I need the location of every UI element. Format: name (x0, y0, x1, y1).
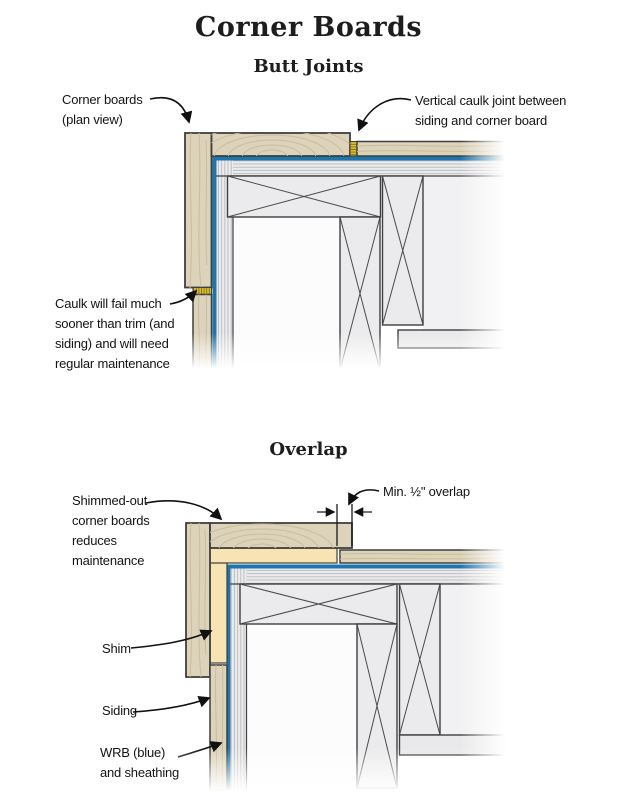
dimension-overlap (317, 504, 372, 546)
shim-horizontal (209, 547, 338, 564)
sheathing-top (214, 159, 505, 176)
fade-bottom (150, 333, 520, 375)
corner-board-vertical (184, 132, 213, 289)
subtitle-overlap: Overlap (269, 439, 348, 460)
stud (398, 583, 441, 736)
caulk-joint-vertical (349, 141, 358, 157)
overlap-diagram (130, 489, 506, 791)
leader-arrow-caulk-fail (169, 289, 198, 305)
stud (381, 175, 424, 326)
wrb-line (212, 156, 505, 373)
label-siding: Siding (102, 703, 137, 718)
label-caulk-fail-note: Caulk will fail much sooner than trim (a… (55, 296, 175, 372)
sheathing-top (230, 567, 505, 584)
subtitle-butt-joints: Butt Joints (253, 56, 364, 77)
shim-vertical (209, 547, 228, 664)
leader-arrow-shimmed-out (145, 500, 223, 521)
leader-arrow-corner-boards (149, 96, 193, 124)
label-shim: Shim (102, 641, 131, 656)
wrb-line (226, 564, 505, 790)
corner-board-horizontal (209, 522, 353, 549)
corner-board-horizontal (210, 132, 351, 157)
label-vertical-caulk-joint: Vertical caulk joint between siding and … (415, 93, 567, 129)
corner-framing-block (239, 583, 398, 625)
label-corner-boards: Corner boards (plan view) (62, 92, 143, 128)
label-wrb-sheathing: WRB (blue) and sheathing (100, 745, 180, 781)
leader-arrow-min-overlap (348, 489, 380, 506)
fade-right (460, 470, 520, 799)
butt-joints-diagram (149, 96, 506, 375)
leader-arrow-vertical-caulk (357, 97, 412, 132)
fade-bottom (150, 748, 520, 799)
page-title: Corner Boards (194, 12, 423, 43)
corner-board-vertical (185, 522, 211, 678)
label-shimmed-out: Shimmed-out corner boards reduces mainte… (72, 493, 150, 569)
label-min-overlap: Min. ½" overlap (383, 484, 470, 499)
leader-arrow-siding (132, 696, 211, 713)
leader-arrow-shim (130, 629, 213, 649)
corner-framing-block (226, 175, 382, 218)
